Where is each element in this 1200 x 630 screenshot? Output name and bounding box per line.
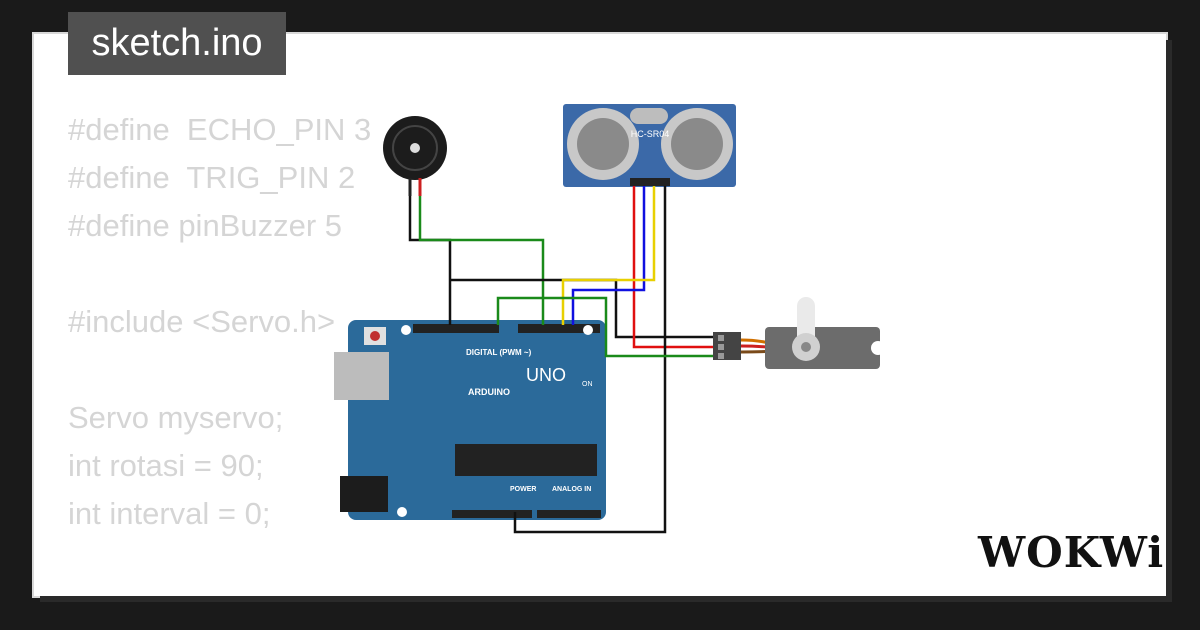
sensor-label: HC-SR04: [631, 129, 670, 139]
wire-sensor-vcc: [632, 186, 713, 349]
wire-sensor-gnd: [513, 186, 667, 534]
code-line: #include <Servo.h>: [68, 304, 336, 339]
servo-motor[interactable]: [713, 297, 885, 369]
wire-buzzer-signal: [418, 196, 545, 325]
code-line: #define pinBuzzer 5: [68, 208, 343, 243]
code-line: int rotasi = 90;: [68, 448, 264, 483]
wire-sensor-echo: [561, 186, 656, 325]
digital-pins-label: DIGITAL (PWM ~): [466, 348, 532, 357]
code-line: float readDistanceCM() {: [68, 586, 406, 596]
wires: [408, 186, 713, 534]
board-model-label: UNO: [526, 365, 566, 385]
wire-buzzer-gnd: [408, 196, 452, 325]
code-line: int interval = 0;: [68, 496, 271, 531]
arduino-uno-board[interactable]: DIGITAL (PWM ~) UNO ARDUINO ON POWER ANA…: [334, 320, 617, 520]
code-line: #define TRIG_PIN 2: [68, 160, 356, 195]
sketch-title: sketch.ino: [68, 12, 286, 75]
ultrasonic-sensor[interactable]: HC-SR04: [563, 104, 736, 187]
analog-label: ANALOG IN: [552, 486, 591, 493]
power-label: POWER: [510, 486, 536, 493]
code-preview: #define ECHO_PIN 3 #define TRIG_PIN 2 #def…: [68, 106, 406, 596]
board-brand-label: ARDUINO: [468, 387, 510, 397]
code-line: Servo myservo;: [68, 400, 284, 435]
wire-sensor-trig: [571, 186, 646, 325]
buzzer[interactable]: [383, 116, 447, 196]
wire-servo-signal: [496, 296, 713, 358]
wokwi-logo: WOKWi: [978, 528, 1165, 577]
on-led-label: ON: [582, 381, 593, 388]
code-line: #define ECHO_PIN 3: [68, 112, 372, 147]
